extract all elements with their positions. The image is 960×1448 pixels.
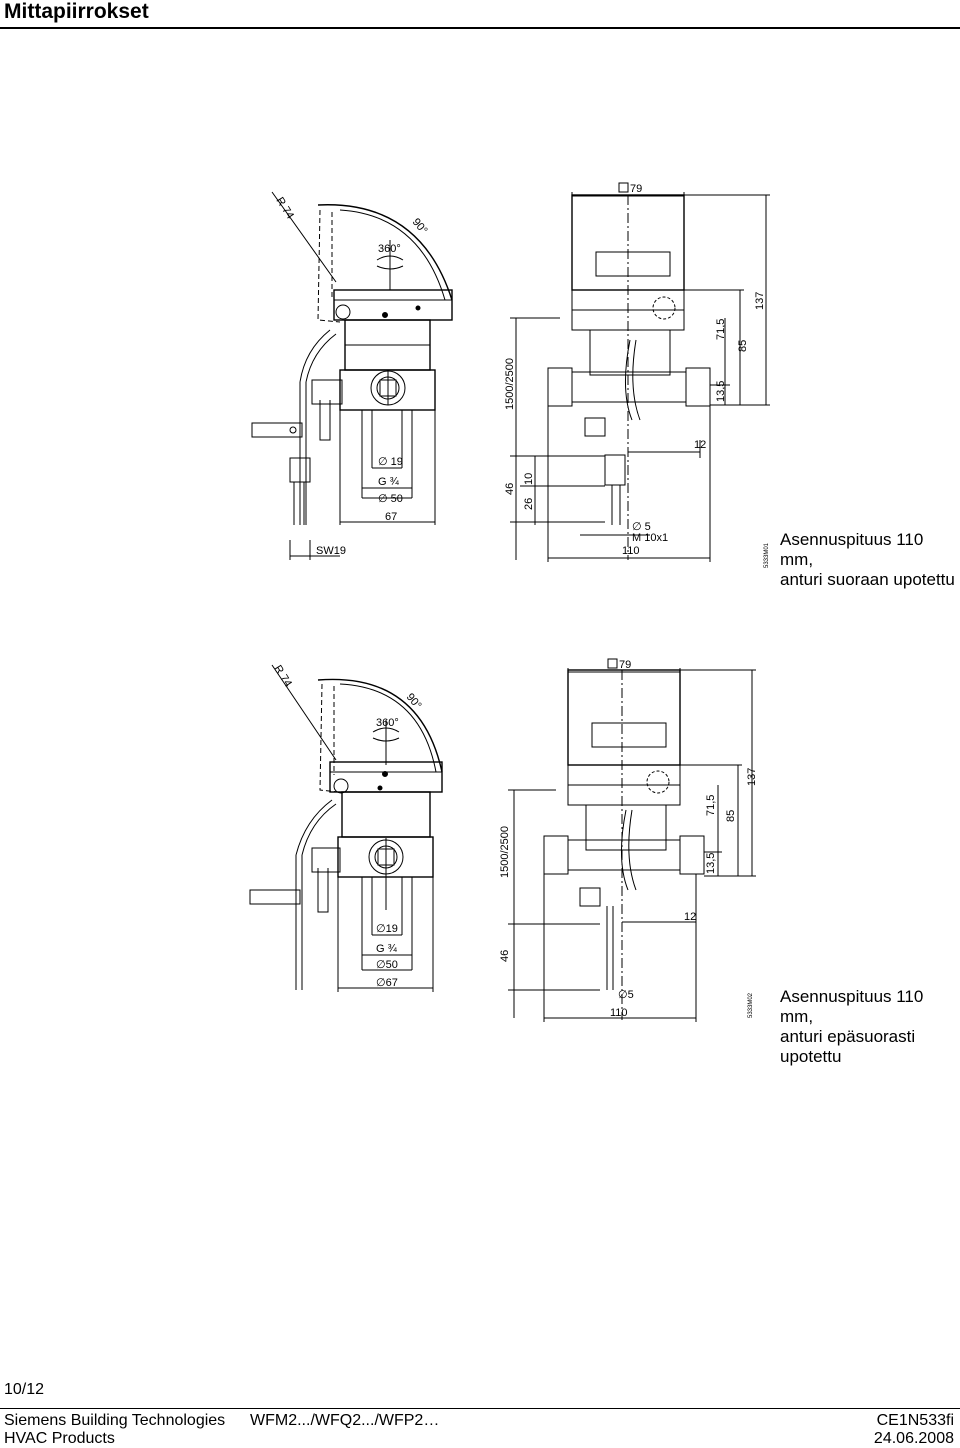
- footer-division: HVAC Products: [4, 1430, 115, 1447]
- fig1-cable-label: 1500/2500: [504, 358, 516, 410]
- footer-doc-id: CE1N533fi: [876, 1412, 954, 1429]
- dimension-drawings: R 74 90° 360° ∅ 19 G ¾ ∅ 50 67 SW19 79 1…: [249, 182, 770, 1022]
- fig2-w110-label: 110: [610, 1007, 628, 1019]
- fig2-h46-label: 46: [499, 950, 511, 962]
- fig2-caption: Asennuspituus 110 mm, anturi epäsuorasti…: [780, 987, 960, 1067]
- fig1-front-view: [510, 182, 770, 562]
- fig1-d50-label: ∅ 50: [378, 493, 403, 505]
- fig1-side-view: [251, 191, 453, 560]
- fig1-d5-label: ∅ 5: [632, 521, 651, 533]
- fig2-h85-label: 85: [725, 810, 737, 822]
- fig2-caption-line2: anturi epäsuorasti upotettu: [780, 1027, 916, 1066]
- fig1-d19-label: ∅ 19: [378, 456, 403, 468]
- heading-rule: [0, 27, 960, 29]
- fig2-h715-label: 71,5: [705, 795, 717, 816]
- fig1-w67-label: 67: [385, 511, 397, 523]
- fig2-h135-label: 13,5: [705, 853, 717, 874]
- fig2-sq79-label: 79: [619, 659, 631, 671]
- fig2-side-view: [249, 664, 443, 992]
- fig1-thread-label: M 10x1: [632, 532, 668, 544]
- fig2-caption-line1: Asennuspituus 110 mm,: [780, 987, 924, 1026]
- fig1-h135-label: 13,5: [715, 381, 727, 402]
- footer-date: 24.06.2008: [873, 1430, 954, 1447]
- fig1-h46-label: 46: [504, 483, 516, 495]
- fig2-g34-label: G ¾: [376, 943, 398, 955]
- footer-product: WFM2.../WFQ2.../WFP2…: [250, 1412, 440, 1429]
- fig1-g34-label: G ¾: [378, 476, 400, 488]
- fig1-caption-line1: Asennuspituus 110 mm,: [780, 530, 924, 569]
- fig1-caption-line2: anturi suoraan upotettu: [780, 570, 955, 589]
- footer-rule: [0, 1408, 960, 1409]
- page-heading: Mittapiirrokset: [4, 0, 149, 23]
- fig1-h137-label: 137: [754, 292, 766, 310]
- fig1-sq79-label: 79: [630, 183, 642, 195]
- fig2-d5-label: ∅5: [618, 989, 634, 1001]
- fig1-h10-label: 10: [523, 473, 535, 485]
- fig1-w110-label: 110: [622, 545, 640, 557]
- fig2-w67-label: ∅67: [376, 977, 398, 989]
- fig2-angle-360-label: 360°: [376, 717, 399, 729]
- fig2-w12-label: 12: [684, 911, 696, 923]
- fig1-caption: Asennuspituus 110 mm, anturi suoraan upo…: [780, 530, 960, 590]
- fig1-angle-360-label: 360°: [378, 243, 401, 255]
- fig2-front-view: [508, 658, 756, 1022]
- fig2-h137-label: 137: [746, 768, 758, 786]
- fig2-cable-label: 1500/2500: [499, 826, 511, 878]
- fig1-drawing-code: 5333M01: [764, 542, 770, 568]
- footer-company: Siemens Building Technologies: [4, 1412, 226, 1429]
- fig1-h715-label: 71,5: [715, 319, 727, 340]
- fig1-w12-label: 12: [694, 439, 706, 451]
- fig2-drawing-code: 5333M02: [748, 992, 754, 1018]
- fig2-d19-label: ∅19: [376, 923, 398, 935]
- page-number: 10/12: [4, 1381, 45, 1398]
- fig2-angle-90-label: 90°: [404, 691, 424, 711]
- fig1-h85-label: 85: [737, 340, 749, 352]
- fig1-radius-label: R 74: [273, 195, 295, 221]
- fig1-sw19-label: SW19: [316, 545, 346, 557]
- fig2-d50-label: ∅50: [376, 959, 398, 971]
- fig1-h26-label: 26: [523, 498, 535, 510]
- fig2-radius-label: R 74: [271, 663, 293, 689]
